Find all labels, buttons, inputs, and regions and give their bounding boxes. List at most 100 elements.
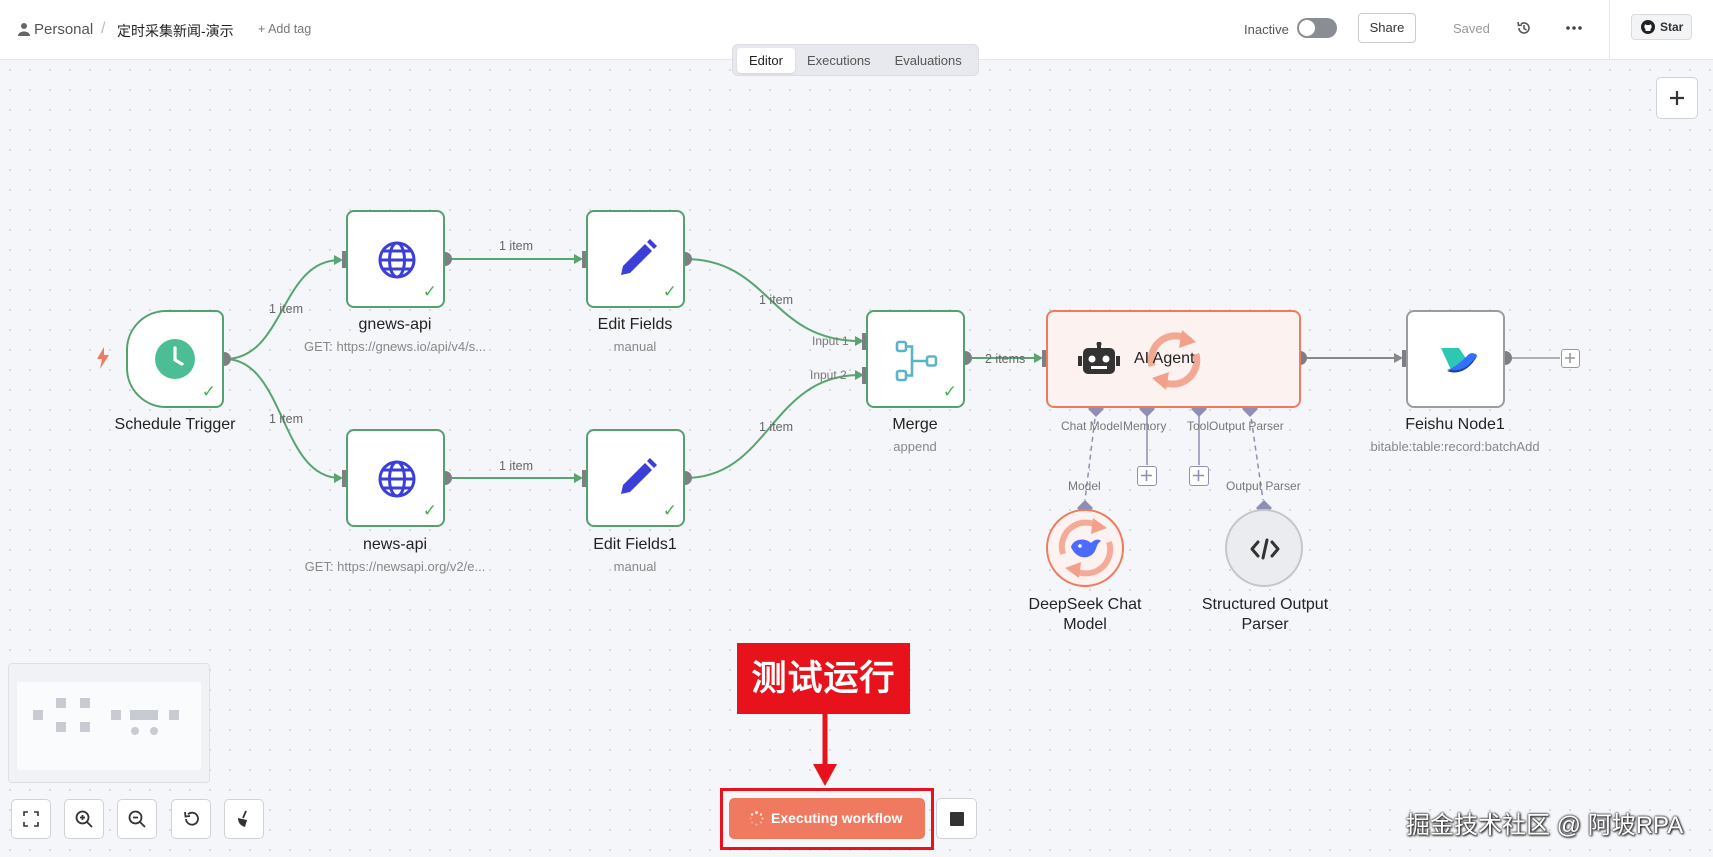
edge-trigger-news[interactable]	[224, 358, 341, 479]
arrow-head	[574, 473, 583, 483]
arrow-head	[1394, 353, 1403, 363]
edge-label: 1 item	[499, 239, 534, 253]
tab-evaluations[interactable]: Evaluations	[894, 52, 962, 68]
node-feishu[interactable]	[1406, 310, 1505, 408]
success-check-icon: ✓	[662, 282, 677, 301]
success-check-icon: ✓	[942, 382, 957, 401]
node-title: Parser	[1241, 616, 1289, 633]
edge-model-agent[interactable]	[1084, 409, 1097, 501]
tidy-up-button[interactable]	[224, 799, 264, 839]
execute-button-label: Executing workflow	[771, 810, 903, 826]
tool-port-label: Tool	[1187, 419, 1210, 433]
node-news-api[interactable]: ✓	[346, 429, 445, 527]
breadcrumb-separator: /	[101, 20, 106, 37]
globe-icon	[378, 241, 416, 279]
input-port[interactable]	[1042, 350, 1048, 367]
zoom-out-icon	[128, 810, 146, 828]
clock-icon	[155, 339, 195, 379]
workflow-canvas[interactable]	[0, 60, 1713, 857]
node-subtitle: GET: https://newsapi.org/v2/e...	[304, 559, 486, 574]
merge-icon	[895, 340, 938, 382]
add-next-node-button[interactable]	[1561, 349, 1580, 368]
add-tool-button[interactable]	[1189, 466, 1209, 486]
node-subtitle: manual	[613, 559, 657, 574]
add-node-button[interactable]	[1656, 77, 1698, 119]
edge-label: 1 item	[499, 459, 534, 473]
edge-parser-agent[interactable]	[1249, 409, 1264, 501]
node-ai-agent[interactable]: AI Agent	[1046, 310, 1301, 408]
edge-edit1-merge[interactable]	[684, 374, 861, 479]
workspace-breadcrumb[interactable]: Personal	[34, 21, 94, 38]
active-toggle[interactable]	[1297, 18, 1337, 38]
edge-label: 1 item	[759, 293, 794, 307]
node-edit-fields[interactable]: ✓	[586, 210, 685, 308]
zoom-out-button[interactable]	[117, 799, 157, 839]
pencil-icon	[621, 458, 657, 494]
node-structured-output-parser[interactable]	[1225, 509, 1303, 587]
loading-spinner-icon	[749, 811, 764, 826]
node-edit-fields1[interactable]: ✓	[586, 429, 685, 527]
code-icon	[1250, 538, 1280, 560]
input-port[interactable]	[582, 470, 588, 487]
success-check-icon: ✓	[201, 382, 216, 401]
node-gnews-api[interactable]: ✓	[346, 210, 445, 308]
header-divider	[1609, 0, 1610, 59]
saved-status: Saved	[1453, 21, 1490, 36]
arrow-head	[334, 473, 343, 483]
input-port[interactable]	[862, 367, 868, 384]
node-subtitle: manual	[613, 339, 657, 354]
node-title: Merge	[892, 416, 938, 433]
workflow-name[interactable]: 定时采集新闻-演示	[117, 23, 234, 39]
edge-trigger-gnews[interactable]	[224, 259, 341, 360]
reset-zoom-button[interactable]	[171, 799, 211, 839]
annotation-frame	[720, 788, 934, 850]
input-port[interactable]	[342, 251, 348, 268]
node-subtitle: GET: https://gnews.io/api/v4/s...	[303, 339, 487, 354]
fit-view-button[interactable]	[11, 799, 51, 839]
plus-icon	[1670, 91, 1684, 105]
model-port-label: Model	[1068, 479, 1101, 493]
input-port[interactable]	[342, 470, 348, 487]
ai-agent-title: AI Agent	[1134, 350, 1195, 367]
stop-execution-button[interactable]	[936, 798, 977, 839]
tab-executions[interactable]: Executions	[806, 52, 871, 68]
share-button[interactable]: Share	[1358, 13, 1416, 43]
arrow-head	[334, 255, 343, 265]
node-schedule-trigger[interactable]: ✓	[126, 310, 224, 408]
add-tag-link[interactable]: + Add tag	[258, 22, 312, 36]
tab-editor[interactable]: Editor	[737, 47, 795, 73]
deepseek-whale-icon	[1071, 539, 1101, 558]
edge-edit-merge[interactable]	[684, 258, 861, 342]
success-check-icon: ✓	[422, 501, 437, 520]
feishu-logo-icon	[1441, 348, 1477, 373]
node-title: Schedule Trigger	[114, 416, 236, 433]
input-port[interactable]	[1402, 350, 1408, 367]
node-title: DeepSeek Chat	[1028, 596, 1142, 613]
user-icon	[18, 23, 30, 36]
edge-label: 2 items	[985, 352, 1026, 366]
more-options-icon[interactable]	[1566, 26, 1582, 30]
node-title: news-api	[362, 536, 428, 553]
node-title: Structured Output	[1201, 596, 1329, 613]
node-deepseek-chat-model[interactable]	[1046, 509, 1124, 587]
executing-workflow-button[interactable]: Executing workflow	[729, 798, 925, 839]
minimap-nodes	[33, 698, 179, 735]
zoom-in-button[interactable]	[64, 799, 104, 839]
arrow-head	[855, 370, 864, 380]
success-check-icon: ✓	[662, 501, 677, 520]
annotation-arrow	[813, 712, 837, 786]
history-icon[interactable]	[1516, 20, 1532, 36]
arrow-head	[574, 254, 583, 264]
add-memory-button[interactable]	[1137, 466, 1157, 486]
node-title: Edit Fields	[597, 316, 673, 333]
parser-port-label: Output Parser	[1226, 479, 1301, 493]
node-merge[interactable]: ✓	[866, 310, 965, 408]
minimap[interactable]	[8, 663, 210, 783]
output-parser-port-label: Output Parser	[1209, 419, 1284, 433]
input-port[interactable]	[862, 333, 868, 350]
arrow-head	[855, 336, 864, 346]
github-star-button[interactable]: Star	[1631, 14, 1692, 40]
input-port[interactable]	[582, 251, 588, 268]
node-title: Feishu Node1	[1405, 416, 1505, 433]
view-tabs: Editor Executions Evaluations	[732, 44, 979, 76]
